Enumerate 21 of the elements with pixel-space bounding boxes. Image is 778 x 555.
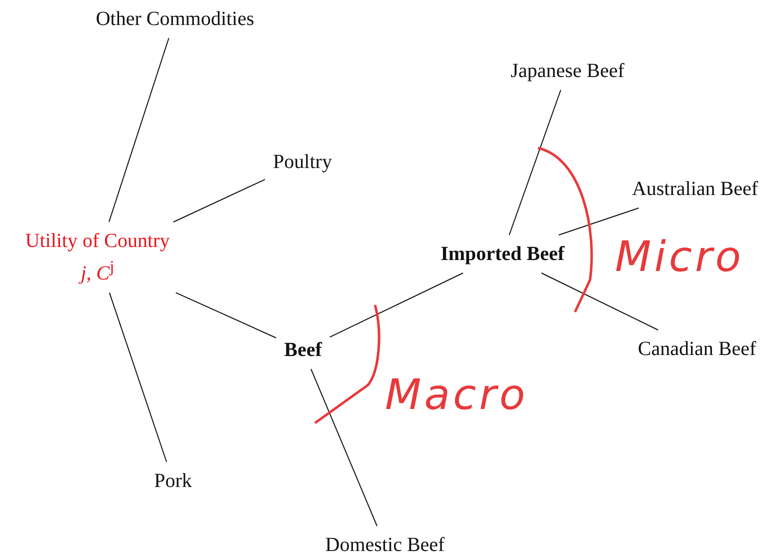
node-label: Beef xyxy=(270,337,336,363)
connector-line xyxy=(540,272,659,330)
connector-line xyxy=(558,208,640,236)
node-label: Utility of Country j, C$^{j}$ xyxy=(20,228,175,287)
node-label: Japanese Beef xyxy=(495,58,640,84)
handwritten-note: Micro xyxy=(615,232,744,281)
node-label: Pork xyxy=(140,468,206,494)
connector-line xyxy=(329,272,464,338)
node-label: Imported Beef xyxy=(435,241,570,267)
handwritten-note: Macro xyxy=(385,370,528,419)
node-label: Australian Beef xyxy=(610,176,778,202)
connector-line xyxy=(175,292,277,338)
node-label: Poultry xyxy=(255,149,350,175)
node-label: Canadian Beef xyxy=(612,336,778,362)
connector-line xyxy=(108,38,170,222)
connector-line xyxy=(108,292,168,462)
node-label: Other Commodities xyxy=(95,6,255,32)
connector-line xyxy=(508,90,562,236)
node-label: Domestic Beef xyxy=(300,532,470,555)
connector-line xyxy=(172,178,266,222)
connector-line xyxy=(310,368,378,526)
